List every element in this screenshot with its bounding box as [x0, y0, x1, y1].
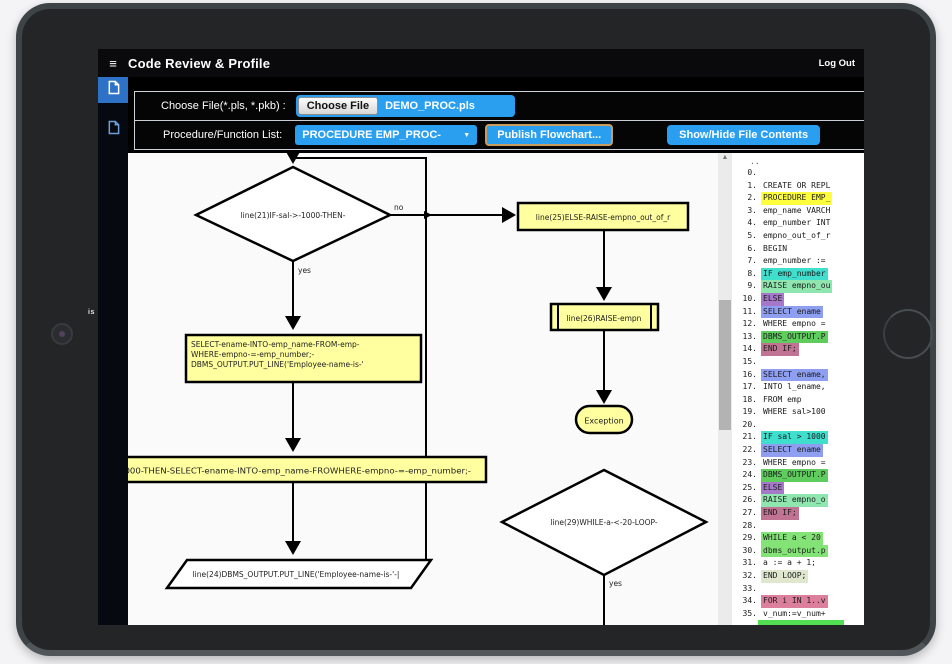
- scroll-up-arrow[interactable]: ▲: [721, 154, 729, 161]
- choose-file-button[interactable]: Choose File: [297, 97, 379, 115]
- file-row: Choose File(*.pls, *.pkb) : Choose File …: [135, 92, 864, 120]
- selected-filename: DEMO_PROC.pls: [385, 100, 475, 112]
- code-line: 19.WHERE sal>100: [742, 407, 826, 417]
- procedure-dropdown[interactable]: PROCEDURE EMP_PROC- ▼: [295, 125, 478, 145]
- scrollbar-thumb[interactable]: [719, 300, 731, 430]
- sidebar-item-file-1[interactable]: [98, 77, 128, 103]
- code-line: 32.END LOOP;: [736, 570, 864, 583]
- sidebar-item-file-2[interactable]: [98, 117, 128, 143]
- code-line: 13.DBMS_OUTPUT.P: [736, 330, 864, 344]
- flowchart-svg: line(21)IF-sal->-1000-THEN- no yes SELEC…: [128, 153, 709, 625]
- choose-file-label: Choose File(*.pls, *.pkb) :: [161, 100, 286, 112]
- app-header: ≡ Code Review & Profile Log Out: [98, 49, 864, 77]
- code-line: 29.WHILE a < 20: [736, 532, 864, 545]
- select-block-line2: WHERE-empno-=-emp_number;-: [191, 350, 315, 359]
- terminator-label: Exception: [584, 417, 623, 426]
- file-input-widget[interactable]: Choose File DEMO_PROC.pls: [295, 95, 516, 117]
- code-line: 27.END IF;: [736, 507, 864, 520]
- select-block-line1: SELECT-ename-INTO-emp_name-FROM-emp-: [191, 340, 360, 349]
- toolbar: Choose File(*.pls, *.pkb) : Choose File …: [134, 91, 864, 150]
- document-icon: [107, 80, 120, 100]
- procedure-row: Procedure/Function List: PROCEDURE EMP_P…: [135, 120, 864, 149]
- home-button[interactable]: [883, 309, 933, 359]
- code-line: 2.PROCEDURE EMP_: [736, 192, 864, 205]
- code-line: 10.ELSE: [736, 292, 864, 306]
- terminator-exception-node[interactable]: [574, 404, 634, 435]
- code-line: 14.END IF;: [736, 343, 864, 356]
- tablet-frame: is ≡ Code Review & Profile Log Out: [16, 3, 936, 656]
- vertical-scrollbar[interactable]: ▲: [718, 153, 732, 625]
- flowchart-canvas: line(21)IF-sal->-1000-THEN- no yes SELEC…: [128, 153, 718, 625]
- code-highlight-partial: [758, 620, 844, 625]
- code-line: 12.WHERE empno =: [742, 319, 826, 329]
- code-line: 8.IF emp_number: [736, 267, 864, 281]
- process-select-node[interactable]: [184, 333, 423, 384]
- code-line: 25.ELSE: [736, 481, 864, 495]
- code-line: 24.DBMS_OUTPUT.P: [736, 469, 864, 482]
- no-label: no: [394, 203, 404, 212]
- code-line: 20.: [742, 419, 757, 429]
- code-line: 18.FROM emp: [742, 394, 802, 404]
- code-line: 7.emp_number :=: [747, 256, 826, 266]
- workspace: line(21)IF-sal->-1000-THEN- no yes SELEC…: [128, 153, 864, 625]
- code-line: 28.: [742, 520, 757, 530]
- front-camera: [51, 323, 73, 345]
- io-block-label: line(24)DBMS_OUTPUT.PUT_LINE('Employee-n…: [193, 570, 400, 579]
- code-line: 1.CREATE OR REPL: [747, 180, 831, 190]
- code-line: 35.v_num:=v_num+: [742, 608, 826, 618]
- code-line: 21.IF sal > 1000: [736, 431, 864, 445]
- app-screen: ≡ Code Review & Profile Log Out: [98, 49, 864, 625]
- logout-button[interactable]: Log Out: [818, 57, 855, 69]
- chevron-down-icon: ▼: [463, 131, 471, 139]
- code-line: 16.SELECT ename,: [736, 368, 864, 382]
- code-line: 15.: [742, 356, 757, 366]
- select-block-line3: DBMS_OUTPUT.PUT_LINE('Employee-name-is-': [191, 360, 364, 369]
- page-title: Code Review & Profile: [128, 55, 271, 71]
- loop-back-connector: [293, 157, 427, 560]
- code-line: 6.BEGIN: [747, 243, 788, 253]
- camera-lens: [59, 331, 65, 337]
- code-lines: 0. 1.CREATE OR REPL 2.PROCEDURE EMP_3.emp_…: [736, 167, 864, 620]
- procedure-dropdown-value: PROCEDURE EMP_PROC-: [302, 129, 441, 141]
- raise-block-label: line(26)RAISE-empn: [567, 314, 642, 323]
- code-line: 34.FOR i IN 1..v: [736, 595, 864, 608]
- menu-icon[interactable]: ≡: [109, 55, 117, 71]
- no-connector-midarrow: [424, 211, 432, 219]
- partial-text: is: [88, 309, 95, 316]
- code-line: 9.RAISE empno_ou: [736, 280, 864, 293]
- else-block-label: line(25)ELSE-RAISE-empno_out_of_r: [536, 213, 671, 222]
- code-line: 0.: [747, 168, 757, 177]
- predefined-raise-node[interactable]: [549, 302, 660, 332]
- yes2-label: yes: [609, 579, 622, 588]
- code-line: 22.SELECT ename: [736, 444, 864, 457]
- code-line: 31.a := a + 1;: [742, 558, 816, 568]
- wide-block-label: 1000-THEN-SELECT-ename-INTO-emp_name-FRO…: [128, 467, 471, 476]
- yes1-label: yes: [298, 266, 311, 275]
- document-icon: [107, 120, 120, 140]
- show-hide-contents-button[interactable]: Show/Hide File Contents: [667, 125, 821, 145]
- code-line: 17.INTO l_ename,: [742, 382, 826, 392]
- procedure-list-label: Procedure/Function List:: [163, 129, 283, 141]
- process-wide-node[interactable]: [128, 455, 488, 484]
- code-line: 11.SELECT ename: [736, 305, 864, 319]
- publish-flowchart-button[interactable]: Publish Flowchart...: [485, 124, 614, 146]
- code-line: 4.emp_number INT: [747, 218, 831, 228]
- code-prefix-dots: ..: [750, 157, 760, 166]
- code-line: 23.WHERE empno =: [742, 457, 826, 467]
- file-contents-panel: .. 0. 1.CREATE OR REPL 2.PROCEDURE EMP_3.e…: [732, 153, 864, 625]
- code-line: 33.: [742, 583, 757, 593]
- decision2-label: line(29)WHILE-a-<-20-LOOP-: [550, 518, 657, 527]
- sidebar: [98, 77, 128, 625]
- io-output-node[interactable]: [164, 558, 434, 590]
- code-line: 26.RAISE empno_o: [736, 494, 864, 508]
- decision1-label: line(21)IF-sal->-1000-THEN-: [241, 211, 346, 220]
- code-line: 5.empno_out_of_r: [747, 230, 831, 240]
- code-line: 3.emp_name VARCH: [747, 205, 831, 215]
- code-line: 30.dbms_output.p: [736, 544, 864, 558]
